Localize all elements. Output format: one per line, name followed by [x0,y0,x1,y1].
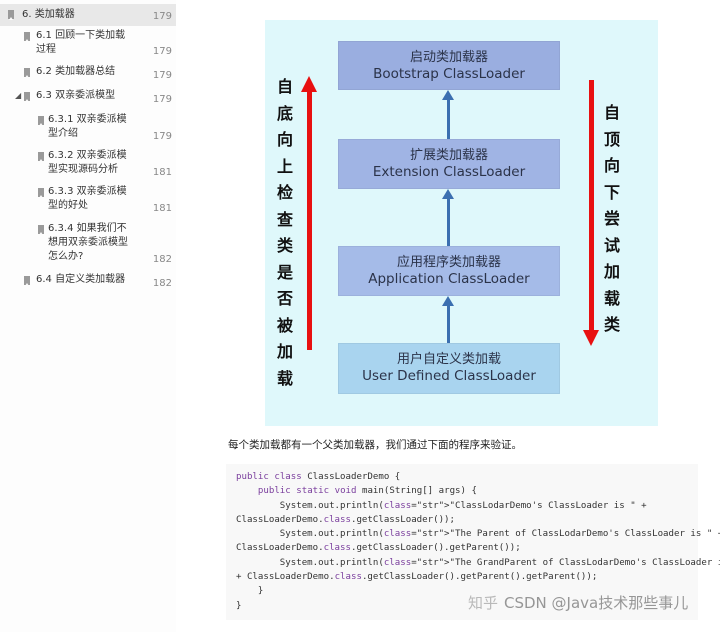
bookmark-icon [24,32,30,42]
classloader-diagram: 自底向上检查类是否被加载 自顶向下尝试加载类 启动类加载器 Bootstrap … [265,20,658,426]
box-en-label: User Defined ClassLoader [362,368,536,384]
red-up-arrow-shaft [306,90,312,350]
code-line: System.out.println(class="str">"The Pare… [236,529,720,540]
box-cn-label: 用户自定义类加载 [396,352,501,367]
code-line: public class ClassLoaderDemo { [236,472,401,482]
bookmark-icon [24,68,30,78]
toc-item-6-3[interactable]: ◢ 6.3 双亲委派模型 179 [0,88,176,108]
extension-classloader-box: 扩展类加载器 Extension ClassLoader [338,139,560,189]
bookmark-icon [24,276,30,286]
watermark-text: CSDN @Java技术那些事儿 [504,594,689,612]
code-line: + ClassLoaderDemo.class.getClassLoader()… [236,572,598,583]
watermark: 知乎 CSDN @Java技术那些事儿 [468,592,688,613]
box-cn-label: 扩展类加载器 [409,148,488,163]
box-en-label: Bootstrap ClassLoader [373,66,525,82]
box-cn-label: 应用程序类加载器 [396,255,501,270]
body-paragraph: 每个类加载都有一个父类加载器，我们通过下面的程序来验证。 [228,439,522,451]
toc-item-label: 6.1 回顾一下类加载 过程 [36,30,126,55]
toc-item-label: 6.2 类加载器总结 [36,66,116,77]
code-block: public class ClassLoaderDemo { public st… [226,464,720,620]
toc-item-6-3-4[interactable]: 6.3.4 如果我们不 想用双亲委派模型 怎么办? 182 [0,221,176,267]
toc-item-label: 6.3.1 双亲委派模 型介绍 [48,114,127,139]
blue-up-arrow-icon [442,296,454,306]
box-en-label: Extension ClassLoader [372,164,526,180]
red-up-arrow-head [301,76,317,92]
toc-item-6-2[interactable]: 6.2 类加载器总结 179 [0,64,176,84]
bookmark-icon [24,92,30,102]
toc-item-6[interactable]: 6. 类加载器 179 [0,4,176,26]
toc-item-label: 6.3 双亲委派模型 [36,90,116,101]
bookmark-icon [38,152,44,162]
watermark-zhihu: 知乎 [468,594,499,612]
right-vertical-label: 自顶向下尝试加载类 [603,103,620,334]
toc-item-page: 182 [152,278,172,289]
code-line: } [257,586,264,597]
code-line: ClassLoaderDemo.class.getClassLoader().g… [236,543,521,554]
toc-item-page: 179 [152,94,172,105]
toc-item-label: 6.3.2 双亲委派模 型实现源码分析 [48,150,127,175]
application-classloader-box: 应用程序类加载器 Application ClassLoader [338,246,560,296]
toc-item-page: 179 [152,11,172,22]
bootstrap-classloader-box: 启动类加载器 Bootstrap ClassLoader [338,41,560,90]
code-content: public class ClassLoaderDemo { public st… [226,464,720,613]
toc-item-6-1[interactable]: 6.1 回顾一下类加载 过程 179 [0,28,176,62]
box-cn-label: 启动类加载器 [409,50,488,65]
expand-triangle-icon[interactable]: ◢ [15,91,22,100]
red-down-arrow-head [583,330,599,346]
table-of-contents: 6. 类加载器 179 6.1 回顾一下类加载 过程 179 6.2 类加载器总… [0,0,176,632]
code-line: } [236,600,242,611]
user-defined-classloader-box: 用户自定义类加载 User Defined ClassLoader [338,343,560,394]
toc-item-page: 181 [152,167,172,178]
toc-item-label: 6.4 自定义类加载器 [36,274,126,285]
code-line: System.out.println(class="str">"ClassLod… [236,500,647,511]
box-en-label: Application ClassLoader [368,271,530,287]
toc-item-6-3-2[interactable]: 6.3.2 双亲委派模 型实现源码分析 181 [0,148,176,182]
blue-link-line [447,99,450,139]
bookmark-icon [38,225,44,235]
blue-link-line [447,198,450,246]
blue-up-arrow-icon [442,189,454,199]
toc-item-page: 179 [152,46,172,57]
code-line: System.out.println(class="str">"The Gran… [236,557,720,568]
toc-item-6-3-3[interactable]: 6.3.3 双亲委派模 型的好处 181 [0,184,176,218]
code-line: public static void main(String[] args) { [257,486,477,497]
blue-link-line [447,305,450,343]
red-down-arrow-shaft [588,80,594,332]
bookmark-icon [38,188,44,198]
toc-item-page: 181 [152,203,172,214]
toc-item-6-3-1[interactable]: 6.3.1 双亲委派模 型介绍 179 [0,112,176,146]
toc-item-page: 182 [152,254,172,265]
toc-item-page: 179 [152,131,172,142]
bookmark-icon [38,116,44,126]
toc-item-label: 6.3.3 双亲委派模 型的好处 [48,186,127,211]
left-vertical-label: 自底向上检查类是否被加载 [276,77,293,388]
code-line: ClassLoaderDemo.class.getClassLoader()); [236,514,456,525]
bookmark-icon [8,10,14,20]
toc-item-label: 6. 类加载器 [22,9,75,20]
toc-item-label: 6.3.4 如果我们不 想用双亲委派模型 怎么办? [48,223,128,262]
blue-up-arrow-icon [442,90,454,100]
toc-item-page: 179 [152,70,172,81]
toc-item-6-4[interactable]: 6.4 自定义类加载器 182 [0,272,176,292]
